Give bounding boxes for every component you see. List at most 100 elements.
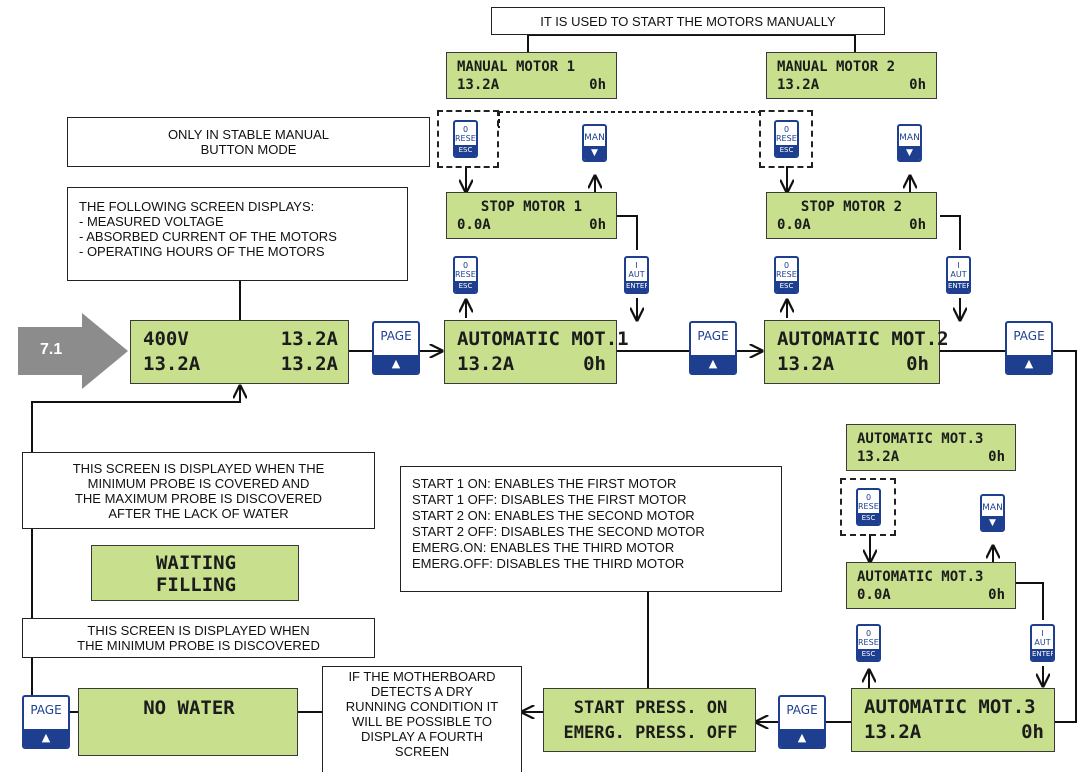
note-start-list: START 1 ON: ENABLES THE FIRST MOTOR STAR… xyxy=(400,466,782,592)
screen-text: 13.2A xyxy=(280,328,338,350)
dashed-frame-reset-2 xyxy=(759,110,813,168)
page-button-label: PAGE xyxy=(691,329,735,343)
enter-label: ENTER xyxy=(948,281,971,292)
screen-text: AUTOMATIC MOT.1 xyxy=(457,328,629,350)
note-line: START 2 ON: ENABLES THE SECOND MOTOR xyxy=(412,508,695,523)
note-line: IF THE MOTHERBOARD xyxy=(348,669,496,684)
man-label: MAN xyxy=(982,503,1003,513)
up-triangle-icon: ▲ xyxy=(24,729,68,747)
down-triangle-icon: ▼ xyxy=(982,516,1003,530)
page-button[interactable]: PAGE ▲ xyxy=(372,321,420,375)
screen-text: NO WATER xyxy=(143,697,235,719)
man-button[interactable]: MAN ▼ xyxy=(897,124,922,162)
note-line: THIS SCREEN IS DISPLAYED WHEN THE xyxy=(72,460,325,476)
aut-one: I xyxy=(635,261,638,270)
screen-text: 13.2A xyxy=(143,353,201,375)
screen-text: AUTOMATIC MOT.3 xyxy=(857,569,984,585)
note-line: - MEASURED VOLTAGE xyxy=(79,214,224,229)
esc-label: ESC xyxy=(776,281,797,292)
screen-text: MANUAL MOTOR 1 xyxy=(457,59,576,75)
page-button-label: PAGE xyxy=(374,329,418,343)
esc-label: ESC xyxy=(858,649,879,660)
screen-text: AUTOMATIC MOT.3 xyxy=(857,431,984,447)
reset-button-text: 0RESET xyxy=(455,125,476,143)
screen-text: MANUAL MOTOR 2 xyxy=(777,59,896,75)
man-label: MAN xyxy=(584,133,605,143)
reset-button-text: 0RESET xyxy=(858,493,879,511)
screen-text: AUTOMATIC MOT.3 xyxy=(864,696,1036,718)
man-button[interactable]: MAN ▼ xyxy=(980,494,1005,532)
reset-zero: 0 xyxy=(462,261,469,270)
reset-button-text: 0RESET xyxy=(455,261,476,279)
reset-zero: 0 xyxy=(865,493,872,502)
page-button[interactable]: PAGE ▲ xyxy=(778,695,826,749)
screen-text: 0.0A xyxy=(857,587,891,603)
man-label: MAN xyxy=(899,133,920,143)
section-badge-arrow xyxy=(18,313,128,389)
note-line: RUNNING CONDITION IT xyxy=(345,699,499,714)
screen-text: 0h xyxy=(909,77,926,93)
note-waiting: THIS SCREEN IS DISPLAYED WHEN THE MINIMU… xyxy=(22,452,375,529)
note-line: - OPERATING HOURS OF THE MOTORS xyxy=(79,244,325,259)
note-line: SCREEN xyxy=(394,744,450,759)
note-stable-manual: ONLY IN STABLE MANUAL BUTTON MODE xyxy=(67,117,430,167)
reset-label: RESET xyxy=(776,270,797,279)
reset-esc-button[interactable]: 0RESET ESC xyxy=(453,256,478,294)
man-button[interactable]: MAN ▼ xyxy=(582,124,607,162)
reset-label: RESET xyxy=(858,502,879,511)
reset-button-text: 0RESET xyxy=(776,261,797,279)
page-button[interactable]: PAGE ▲ xyxy=(689,321,737,375)
screen-text: 0h xyxy=(988,587,1005,603)
screen-text: 13.2A xyxy=(280,353,338,375)
screen-text: WAITING xyxy=(155,552,237,574)
screen-text: 0h xyxy=(906,353,929,375)
page-button[interactable]: PAGE ▲ xyxy=(22,695,70,749)
screen-text: 0h xyxy=(589,217,606,233)
note-line: THE FOLLOWING SCREEN DISPLAYS: xyxy=(79,199,315,214)
note-line: EMERG.ON: ENABLES THE THIRD MOTOR xyxy=(412,540,675,555)
screen-text: STOP MOTOR 2 xyxy=(800,199,903,215)
enter-label: ENTER xyxy=(1032,649,1055,660)
screen-automatic-mot3-mid: AUTOMATIC MOT.3 0.0A 0h xyxy=(846,562,1016,609)
screen-text: 13.2A xyxy=(777,353,835,375)
note-line: IT IS USED TO START THE MOTORS MANUALLY xyxy=(540,13,836,29)
reset-esc-button[interactable]: 0RESET ESC xyxy=(453,120,478,158)
reset-esc-button[interactable]: 0RESET ESC xyxy=(774,120,799,158)
note-line: THIS SCREEN IS DISPLAYED WHEN xyxy=(87,623,310,638)
screen-text: 400V xyxy=(143,328,189,350)
reset-label: RESET xyxy=(858,638,879,647)
note-line: DISPLAY A FOURTH xyxy=(360,729,484,744)
aut-label: AUT xyxy=(628,270,645,279)
reset-zero: 0 xyxy=(783,125,790,134)
up-triangle-icon: ▲ xyxy=(1007,355,1051,373)
reset-esc-button[interactable]: 0RESET ESC xyxy=(856,488,881,526)
reset-label: RESET xyxy=(455,270,476,279)
note-line: MINIMUM PROBE IS COVERED AND xyxy=(87,475,310,491)
page-button[interactable]: PAGE ▲ xyxy=(1005,321,1053,375)
dashed-frame-reset-1 xyxy=(437,110,499,168)
screen-text: 0h xyxy=(583,353,606,375)
screen-text: 13.2A xyxy=(457,77,500,93)
esc-label: ESC xyxy=(455,145,476,156)
note-line: EMERG.OFF: DISABLES THE THIRD MOTOR xyxy=(412,556,685,571)
aut-one: I xyxy=(957,261,960,270)
up-triangle-icon: ▲ xyxy=(780,729,824,747)
reset-esc-button[interactable]: 0RESET ESC xyxy=(856,624,881,662)
reset-label: RESET xyxy=(455,134,476,143)
reset-esc-button[interactable]: 0RESET ESC xyxy=(774,256,799,294)
enter-label: ENTER xyxy=(626,281,649,292)
